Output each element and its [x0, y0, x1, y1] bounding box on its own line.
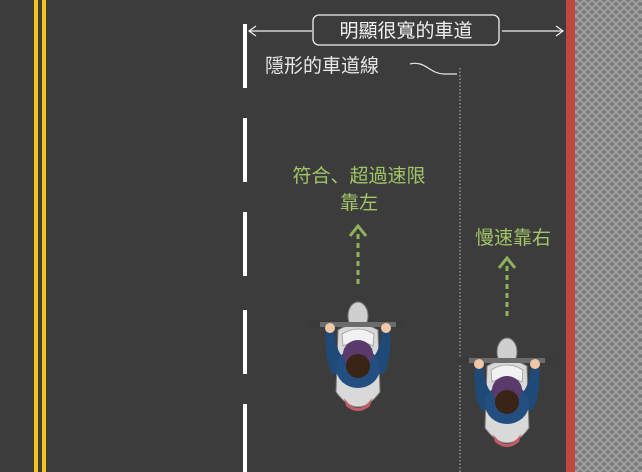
wide-lane-label-box — [312, 14, 500, 46]
left-rider-label-line1: 符合、超過速限 — [292, 165, 425, 187]
left-rider-label-line2: 靠左 — [340, 192, 378, 214]
right-motorcycle-rider — [459, 337, 555, 447]
lane-width-dimension — [247, 25, 565, 37]
left-motorcycle-rider — [310, 301, 406, 411]
right-rider-arrow — [497, 255, 517, 320]
invisible-line-label: 隱形的車道線 — [265, 55, 379, 77]
wide-lane-label: 明顯很寬的車道 — [339, 20, 472, 42]
right-rider-label: 慢速靠右 — [475, 227, 551, 249]
invisible-line-leader — [409, 62, 457, 75]
left-rider-arrow — [348, 223, 368, 286]
double-yellow-center-line — [34, 0, 46, 472]
red-edge-line — [566, 0, 575, 472]
dashed-lane-line — [243, 24, 247, 472]
sidewalk-area — [575, 0, 642, 472]
